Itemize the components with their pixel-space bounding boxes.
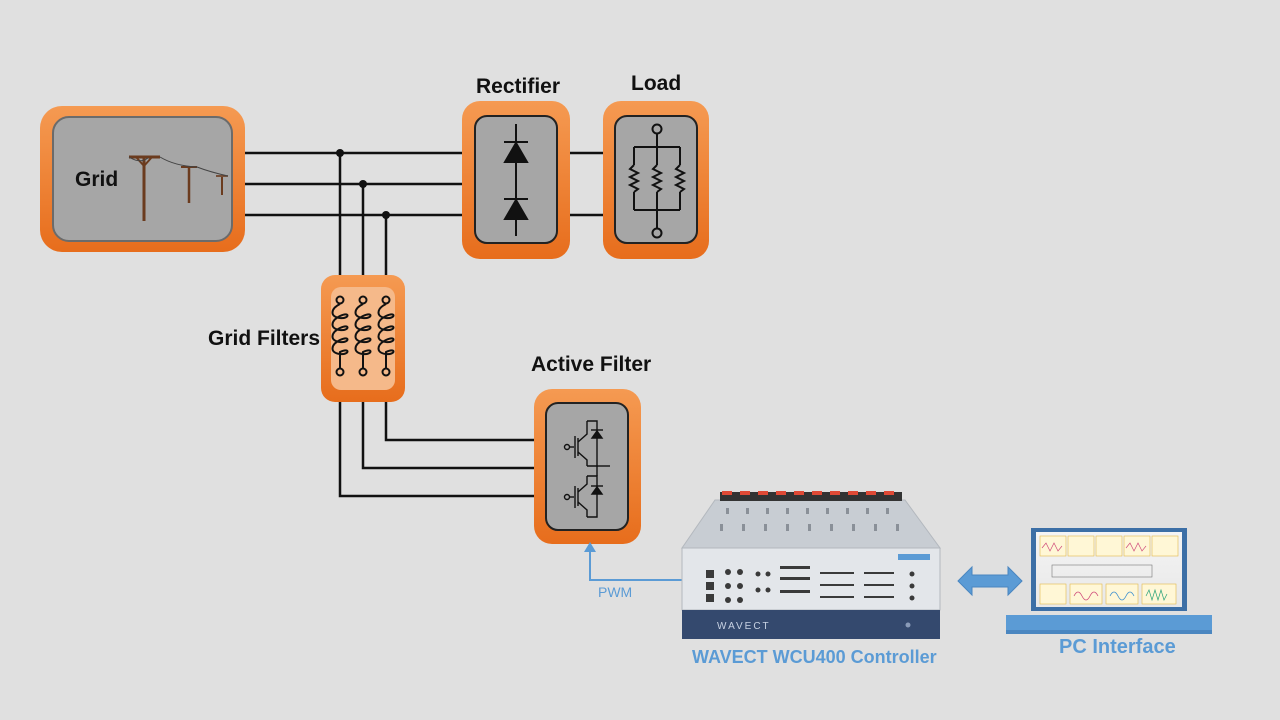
pwm-label: PWM [598, 584, 633, 600]
utility-pole-icon [128, 155, 229, 221]
active-filter-block [534, 389, 641, 544]
device-brand-text: WAVECT [717, 621, 771, 632]
resistor-icon [627, 123, 687, 239]
load-label: Load [631, 72, 682, 95]
grid-filters-label: Grid Filters [208, 327, 321, 350]
pc-interface-label: PC Interface [1059, 636, 1176, 658]
rectifier-block [462, 101, 570, 259]
rectifier-label: Rectifier [476, 75, 561, 98]
wire-junctions [336, 149, 390, 219]
power-wires [245, 151, 603, 498]
igbt-icon [563, 420, 610, 518]
device-vent-holes [720, 508, 899, 531]
pwm-link-arrow [584, 542, 686, 581]
inductor-icon [331, 295, 395, 377]
controller-device: WAVECT [681, 491, 941, 639]
grid-block [40, 106, 245, 252]
active-filter-label: Active Filter [531, 353, 652, 376]
grid-label: Grid [75, 168, 119, 191]
diode-icon [503, 124, 529, 236]
device-front-panel-ports [706, 566, 915, 603]
controller-label: WAVECT WCU400 Controller [692, 647, 937, 667]
bidirectional-arrow [957, 565, 1023, 597]
grid-filters-block [321, 275, 405, 402]
load-block [603, 101, 709, 259]
laptop-icon [1006, 528, 1212, 634]
screen-thumbnails [1039, 535, 1179, 605]
device-top-connectors [720, 491, 902, 501]
